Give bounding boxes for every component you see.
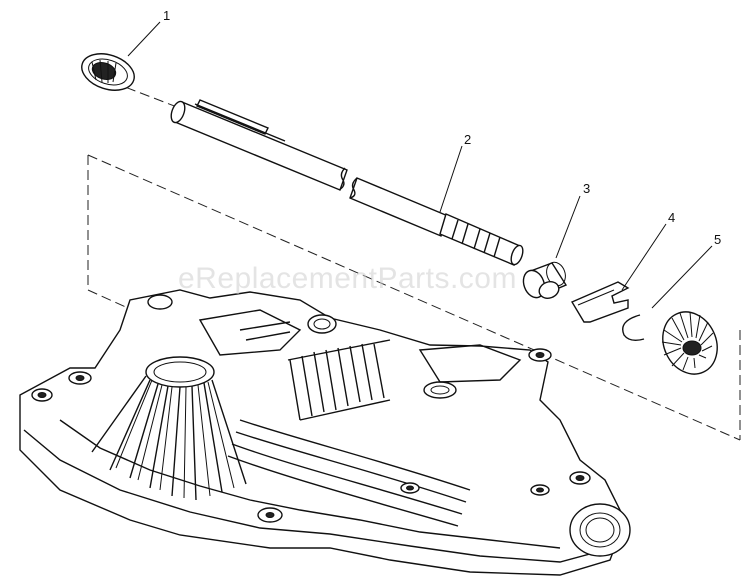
fork-plate-part <box>570 281 630 323</box>
transaxle-housing <box>19 289 631 576</box>
leader-lines <box>127 21 713 309</box>
callout-3: 3 <box>583 181 590 196</box>
callout-1: 1 <box>163 8 170 23</box>
retaining-ring-part <box>622 314 645 342</box>
callout-5: 5 <box>714 232 721 247</box>
callout-2: 2 <box>464 132 471 147</box>
callout-4: 4 <box>668 210 675 225</box>
bearing-part <box>81 53 135 91</box>
bevel-gear-part <box>661 311 718 375</box>
bushing-part <box>522 261 568 299</box>
watermark-text: eReplacementParts.com <box>178 262 517 295</box>
axle-shaft-part <box>170 99 524 266</box>
